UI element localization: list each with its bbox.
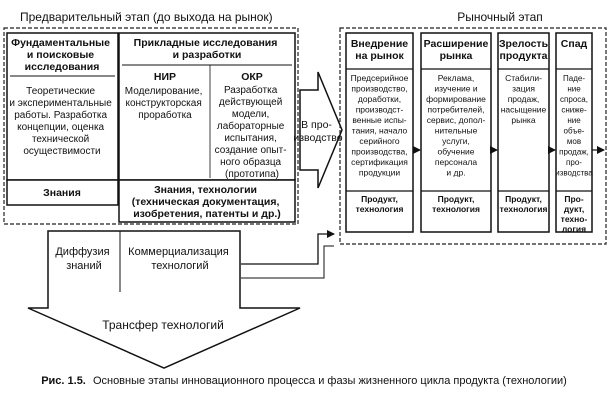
phase-result: Продукт,технология: [356, 194, 404, 214]
pre-market-title: Предварительный этап (до выхода на рынок…: [20, 10, 273, 24]
fundamental-knowledge-label: Знания: [43, 187, 81, 199]
technology-commercialization-label: Коммерциализация технологий: [128, 246, 232, 272]
phase-result: Про-дукт,техно-логия: [561, 194, 588, 234]
phase-box: [555, 32, 593, 233]
to-production-label: В про- изводство: [293, 119, 342, 144]
commercialization-connector-outline: [241, 245, 334, 279]
applied-knowledge-label: Знания, технологии (техническая документ…: [132, 184, 283, 220]
commercialization-connector-arrow: [241, 230, 335, 265]
nir-title: НИР: [154, 71, 176, 83]
technology-transfer-label: Трансфер технологий: [102, 318, 224, 332]
phase-title: Спад: [561, 38, 588, 50]
figure-caption-label: Рис. 1.5.: [41, 375, 86, 387]
applied-research-title: Прикладные исследования и разработки: [134, 37, 281, 61]
phase-result: Продукт,технология: [432, 194, 480, 214]
pre-market-dashed-frame: [3, 27, 299, 225]
fundamental-research-body: Теоретические и экспериментальные работы…: [9, 86, 114, 157]
figure-caption-text: Основные этапы инновационного процесса и…: [93, 375, 567, 387]
applied-knowledge-box: [118, 179, 296, 223]
okr-title: ОКР: [241, 71, 263, 83]
okr-body: Разработка действующей модели, лаборатор…: [215, 84, 290, 180]
market-dashed-frame: [339, 27, 607, 245]
phase-box: [497, 32, 550, 233]
to-production-arrow: [299, 71, 343, 189]
phase-result: Продукт,технология: [500, 194, 548, 214]
fundamental-research-title: Фундаментальные и поисковые исследования: [11, 37, 113, 73]
applied-research-box: [118, 32, 296, 181]
knowledge-diffusion-label: Диффузия знаний: [55, 246, 112, 272]
fundamental-knowledge-box: [6, 179, 119, 206]
nir-body: Моделирование, конструкторская проработк…: [125, 86, 205, 121]
phase-box: [345, 32, 414, 233]
phase-box: [420, 32, 492, 233]
figure-caption: Рис. 1.5. Основные этапы инновационного …: [41, 375, 567, 387]
market-title: Рыночный этап: [457, 10, 543, 24]
technology-transfer-arrow: [27, 230, 301, 369]
